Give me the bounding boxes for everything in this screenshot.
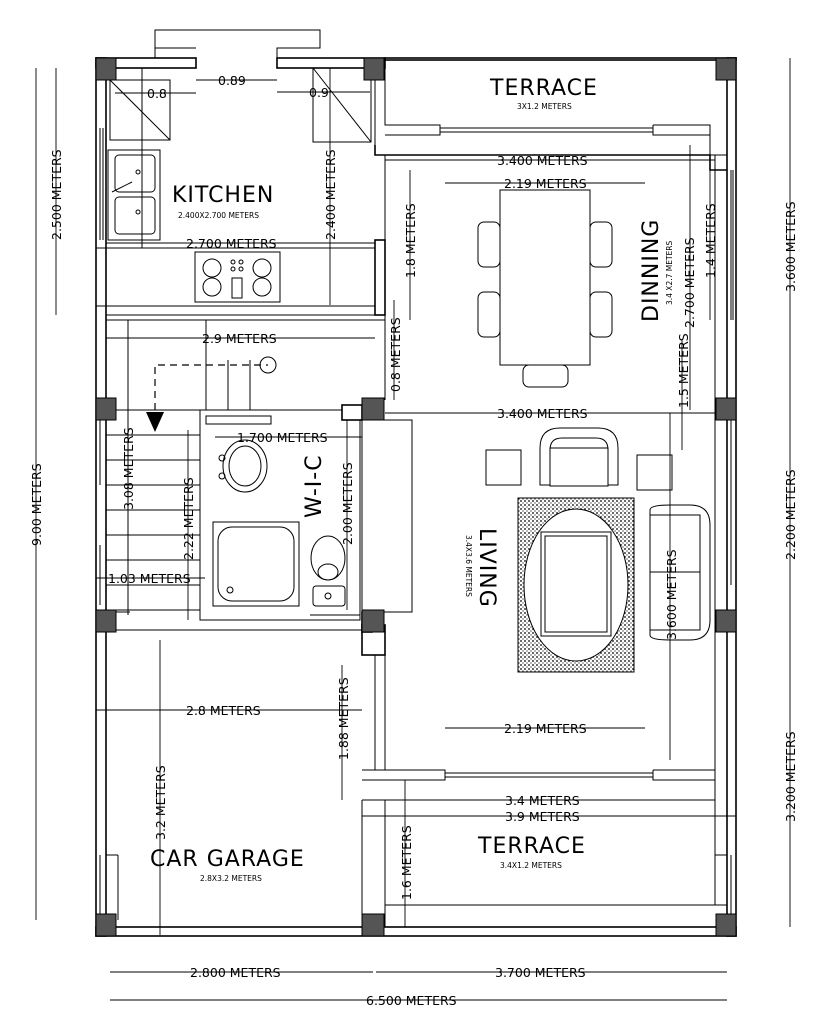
dim-label: 3.200 METERS — [783, 731, 798, 822]
dim-label: 2.19 METERS — [504, 176, 587, 191]
room-labels: KITCHEN 2.400X2.700 METERS TERRACE 3X1.2… — [150, 76, 674, 883]
dim-label: 2.00 METERS — [340, 462, 355, 545]
dim-label: 6.500 METERS — [366, 993, 457, 1008]
dim-label: 3.600 METERS — [783, 201, 798, 292]
wic-label: W-I-C — [302, 454, 327, 518]
dim-label: 2.400 METERS — [323, 149, 338, 240]
dim-label: 1.03 METERS — [108, 571, 191, 586]
dim-label: 1.8 METERS — [403, 203, 418, 278]
living-label: LIVING — [474, 528, 499, 608]
dim-label: 3.700 METERS — [495, 965, 586, 980]
dimension-labels: 0.8 0.89 0.9 2.500 METERS 2.400 METERS 2… — [29, 73, 798, 1008]
dim-label: 3.4 METERS — [505, 793, 580, 808]
dim-label: 2.19 METERS — [504, 721, 587, 736]
dinning-size: 3.4 X2.7 METERS — [665, 240, 674, 305]
dim-label: 1.700 METERS — [237, 430, 328, 445]
dim-label: 0.9 — [309, 85, 329, 100]
dim-label: 1.88 METERS — [336, 677, 351, 760]
car-garage-label: CAR GARAGE — [150, 847, 305, 872]
columns — [95, 57, 737, 937]
living-furniture — [361, 427, 716, 781]
dim-label: 2.800 METERS — [190, 965, 281, 980]
dim-label: 0.8 METERS — [388, 317, 403, 392]
dim-label: 3.9 METERS — [505, 809, 580, 824]
terrace-bottom-label: TERRACE — [477, 834, 586, 859]
dim-label: 2.8 METERS — [186, 703, 261, 718]
kitchen-size: 2.400X2.700 METERS — [178, 211, 259, 220]
kitchen — [95, 67, 386, 321]
dim-label: 2.22 METERS — [181, 477, 196, 560]
dim-label: 3.2 METERS — [153, 765, 168, 840]
car-garage-size: 2.8X3.2 METERS — [200, 874, 262, 883]
dinning-label: DINNING — [639, 219, 664, 322]
kitchen-label: KITCHEN — [172, 183, 274, 208]
dim-label: 0.8 — [147, 86, 167, 101]
dim-label: 3.400 METERS — [497, 406, 588, 421]
dim-label: 2.700 METERS — [682, 237, 697, 328]
dim-label: 2.500 METERS — [49, 149, 64, 240]
dim-label: 0.89 — [218, 73, 246, 88]
terrace-bottom-size: 3.4X1.2 METERS — [500, 861, 562, 870]
dim-label: 9.00 METERS — [29, 463, 44, 546]
stairs — [105, 319, 277, 615]
terrace-top-size: 3X1.2 METERS — [517, 102, 572, 111]
dim-label: 2.200 METERS — [783, 469, 798, 560]
dim-label: 3.08 METERS — [121, 427, 136, 510]
dim-label: 2.9 METERS — [202, 331, 277, 346]
dim-label: 1.4 METERS — [703, 203, 718, 278]
dim-label: 1.6 METERS — [399, 825, 414, 900]
dimension-lines — [35, 58, 791, 1001]
dim-label: 1.5 METERS — [676, 333, 691, 408]
dim-label: 3.400 METERS — [497, 153, 588, 168]
dim-label: 2.700 METERS — [186, 236, 277, 251]
dim-label: 3.600 METERS — [664, 549, 679, 640]
living-size: 3.4X3.6 METERS — [464, 535, 473, 597]
dinning-furniture — [477, 189, 613, 388]
terrace-top-label: TERRACE — [489, 76, 598, 101]
